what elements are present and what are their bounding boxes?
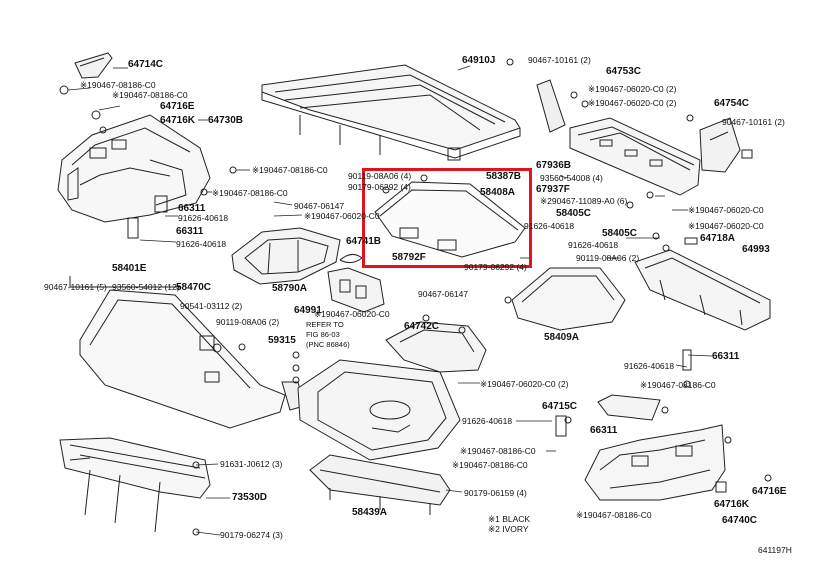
- callout-90179-06292-b: 90179-06292 (4): [464, 262, 527, 272]
- leader-lines: [68, 66, 712, 535]
- label-64991: 64991: [294, 305, 322, 316]
- callout-08186-c0-c: ※190467-08186-C0: [252, 165, 328, 175]
- callout-90179-06159: 90179-06159 (4): [464, 488, 527, 498]
- label-64730B: 64730B: [208, 115, 244, 126]
- label-73530D: 73530D: [232, 492, 268, 503]
- part-64730B-shape: [58, 115, 210, 222]
- callout-91626-r1: 91626-40618: [524, 221, 575, 231]
- label-58405C-a: 58405C: [556, 208, 592, 219]
- part-67936B-shape: [570, 118, 700, 195]
- part-73530D-shape: [60, 438, 210, 535]
- callout-91626-a: 91626-40618: [178, 213, 229, 223]
- callout-08186-c0-d: ※190467-08186-C0: [212, 188, 288, 198]
- part-64753C-shape: [507, 59, 588, 132]
- part-58439A-shape: [310, 455, 450, 515]
- figure-id: 641197H: [758, 545, 792, 555]
- refer-line-3: (PNC 86846): [306, 340, 350, 349]
- callout-08186-c0-r2: ※190467-08186-C0: [460, 446, 536, 456]
- callout-08186-c0-r4: ※190467-08186-C0: [576, 510, 652, 520]
- highlight-box-58408A: [362, 168, 532, 268]
- part-64910J-shape: [262, 65, 520, 160]
- label-64740C: 64740C: [722, 515, 758, 526]
- label-58387B: 58387B: [486, 171, 522, 182]
- part-64742C-shape: [386, 315, 486, 372]
- callout-08186-c0-a: ※190467-08186-C0: [80, 80, 156, 90]
- part-64715C-shape: [598, 395, 660, 420]
- callout-90467-06147-b: 90467-06147: [418, 289, 469, 299]
- note-ivory: ※2 IVORY: [488, 524, 529, 534]
- label-66311-right-a: 66311: [712, 351, 740, 362]
- label-58439A: 58439A: [352, 507, 388, 518]
- part-64740C-shape: [585, 425, 771, 500]
- callout-90119-right: 90119-08A06 (2): [576, 253, 640, 263]
- label-64753C: 64753C: [606, 66, 642, 77]
- callout-90119-left: 90119-08A06 (2): [216, 317, 280, 327]
- label-58790A: 58790A: [272, 283, 308, 294]
- label-64716E-left: 64716E: [160, 101, 195, 112]
- callout-06020-c0-r3: ※190467-06020-C0: [688, 205, 764, 215]
- part-58790A-shape: [328, 268, 384, 312]
- label-64716K-right: 64716K: [714, 499, 750, 510]
- label-58401E: 58401E: [112, 263, 147, 274]
- label-58408A: 58408A: [480, 187, 516, 198]
- note-black: ※1 BLACK: [488, 514, 531, 524]
- callout-91626-r4: 91626-40618: [462, 416, 513, 426]
- callout-91626-r3: 91626-40618: [624, 361, 675, 371]
- label-64754C: 64754C: [714, 98, 750, 109]
- label-64715C: 64715C: [542, 401, 578, 412]
- label-58470C: 58470C: [176, 282, 212, 293]
- label-64742C: 64742C: [404, 321, 440, 332]
- callout-06020-c0-r4: ※190467-06020-C0: [688, 221, 764, 231]
- callout-90541: 90541-03112 (2): [180, 301, 243, 311]
- part-64991-shape: [298, 360, 460, 460]
- callout-08186-c0-r3: ※190467-08186-C0: [452, 460, 528, 470]
- callout-10161-right: 90467-10161 (2): [722, 117, 785, 127]
- label-66311-right-b: 66311: [590, 425, 618, 436]
- part-64754C-shape: [687, 115, 752, 172]
- label-66311-left-b: 66311: [176, 226, 204, 237]
- label-58409A: 58409A: [544, 332, 580, 343]
- callout-08186-c0-b: ※190467-08186-C0: [112, 90, 188, 100]
- part-58401E-shape: [70, 276, 285, 428]
- callout-11089: ※290467-11089-A0 (6): [540, 196, 628, 206]
- label-58792F: 58792F: [392, 252, 426, 263]
- callout-90119-top: 90119-08A06 (4): [348, 171, 412, 181]
- refer-line-1: REFER TO: [306, 320, 344, 329]
- callout-90467-06147-a: 90467-06147: [294, 201, 345, 211]
- right-clips: [556, 192, 691, 436]
- label-59315: 59315: [268, 335, 296, 346]
- label-64716E-right: 64716E: [752, 486, 787, 497]
- callout-08186-c0-r1: ※190467-08186-C0: [640, 380, 716, 390]
- label-64716K-left: 64716K: [160, 115, 196, 126]
- part-64741B-shape: [232, 228, 340, 284]
- callout-06020-c0-mid: ※190467-06020-C0: [314, 309, 390, 319]
- callout-93560-left: 93560-54012 (12): [112, 282, 180, 292]
- callout-91631: 91631-J0612 (3): [220, 459, 283, 469]
- callout-91626-b: 91626-40618: [176, 239, 227, 249]
- label-64714C: 64714C: [128, 59, 164, 70]
- label-67937F: 67937F: [536, 184, 570, 195]
- callout-06020-c0-a: ※190467-06020-C0: [304, 211, 380, 221]
- label-66311-left-a: 66311: [178, 203, 206, 214]
- part-64714C-shape: [75, 53, 112, 78]
- callout-93560-right: 93560-54008 (4): [540, 173, 603, 183]
- part-58409A-shape: [505, 268, 625, 330]
- callout-90179-06292-a: 90179-06292 (4): [348, 182, 411, 192]
- refer-line-2: FIG 86-03: [306, 330, 340, 339]
- callout-06020-c0-r5: ※190467-06020-C0 (2): [480, 379, 569, 389]
- label-64741B: 64741B: [346, 236, 382, 247]
- label-58405C-b: 58405C: [602, 228, 638, 239]
- callout-10161-top: 90467-10161 (2): [528, 55, 591, 65]
- callout-10161-left: 90467-10161 (5): [44, 282, 107, 292]
- label-64910J: 64910J: [462, 55, 496, 66]
- callout-90179-06274: 90179-06274 (3): [220, 530, 283, 540]
- part-64993-shape: [635, 238, 770, 330]
- callout-06020-c0-r2: ※190467-06020-C0 (2): [588, 98, 677, 108]
- callout-91626-r2: 91626-40618: [568, 240, 619, 250]
- label-67936B: 67936B: [536, 160, 572, 171]
- label-64718A: 64718A: [700, 233, 736, 244]
- label-64993: 64993: [742, 244, 770, 255]
- callout-06020-c0-r1: ※190467-06020-C0 (2): [588, 84, 677, 94]
